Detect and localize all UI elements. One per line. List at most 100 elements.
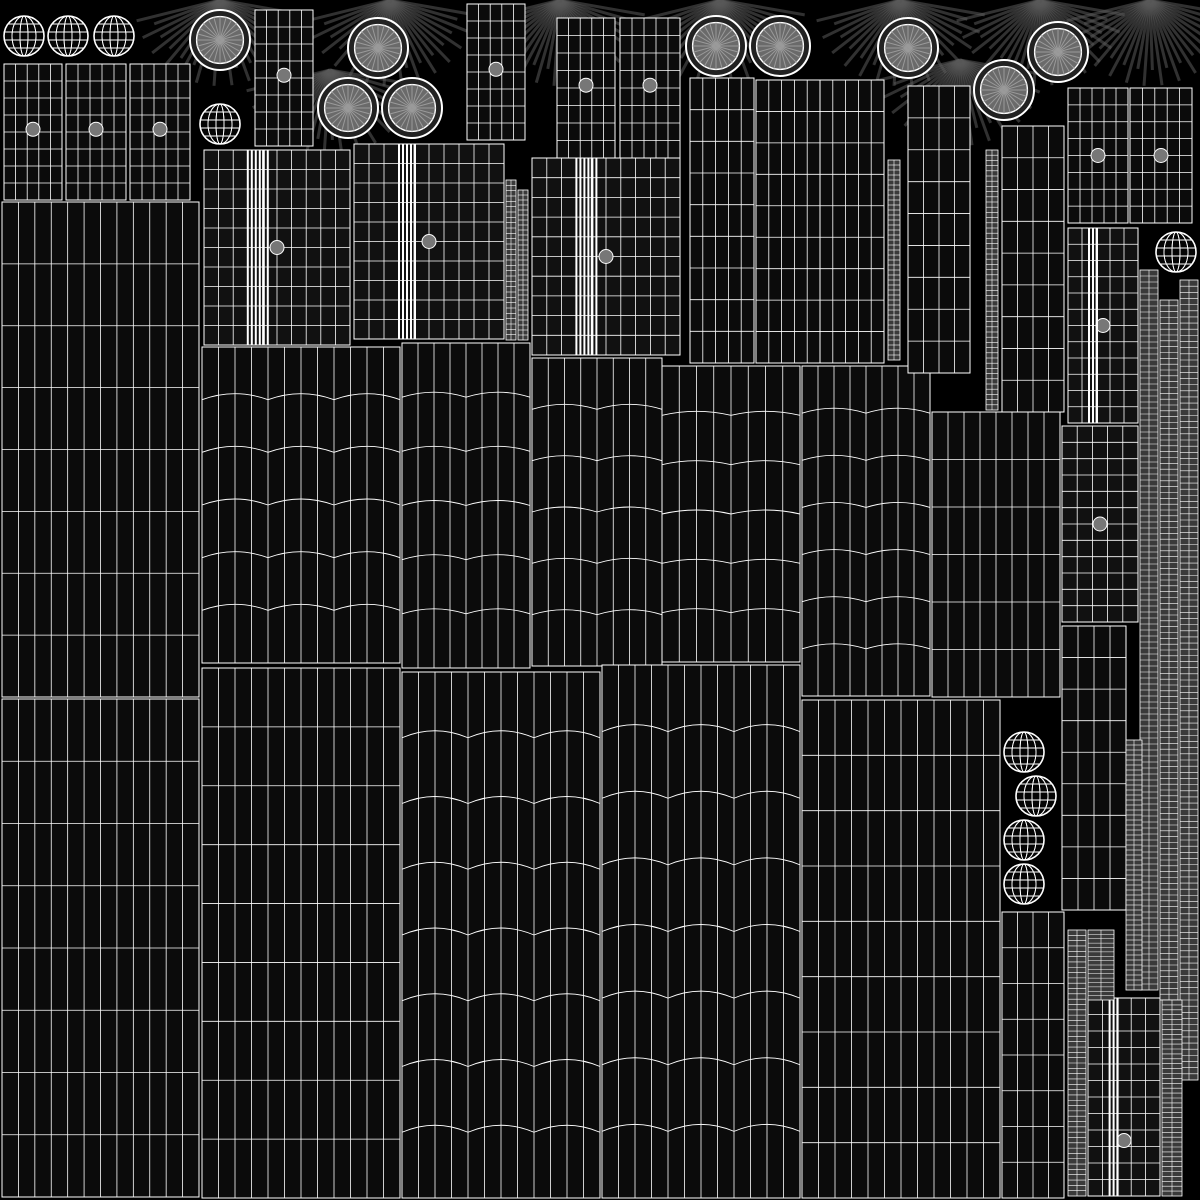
texture-streak [1149, 0, 1200, 36]
uv-disc-spoke [199, 39, 221, 53]
uv-disc-spoke [347, 107, 355, 131]
uv-edge [531, 403, 663, 410]
uv-edge [401, 730, 601, 739]
uv-disc-spoke [695, 33, 717, 47]
uv-island [353, 143, 505, 340]
uv-pivot-marker [598, 249, 614, 264]
uv-disc-spoke [213, 39, 221, 63]
uv-edge [401, 500, 531, 506]
texture-streak [899, 0, 985, 17]
uv-disc-spoke [907, 41, 931, 49]
uv-edge [401, 861, 601, 870]
uv-island [556, 17, 616, 159]
uv-disc-spoke [987, 89, 1005, 107]
uv-disc-spoke [779, 45, 797, 63]
uv-edge [601, 724, 801, 733]
uv-disc-spoke [347, 101, 371, 109]
uv-disc-island [347, 17, 409, 79]
uv-edge [601, 924, 801, 932]
texture-streak [1142, 0, 1152, 86]
uv-island [203, 149, 351, 346]
uv-strip-island [1087, 929, 1115, 1001]
uv-disc-island [189, 9, 251, 71]
uv-island [689, 77, 755, 364]
uv-island [1, 698, 200, 1198]
uv-island [1061, 425, 1139, 623]
uv-edge [601, 1124, 801, 1132]
uv-disc-spoke [907, 31, 925, 49]
uv-disc-spoke [207, 39, 221, 61]
uv-sphere-island [93, 15, 135, 57]
uv-disc-spoke [767, 25, 781, 47]
texture-streak [388, 0, 437, 74]
uv-disc-spoke [887, 47, 909, 61]
uv-disc-spoke [991, 89, 1005, 111]
uv-edge [401, 1124, 601, 1133]
uv-island-border [819, 79, 885, 364]
uv-disc-spoke [907, 47, 921, 69]
uv-disc-spoke [1003, 89, 1027, 97]
uv-disc-spoke [779, 25, 793, 47]
uv-pivot-marker [269, 240, 285, 255]
uv-disc-islands [189, 9, 1089, 139]
texture-streak [1039, 0, 1125, 17]
uv-disc-spoke [779, 45, 801, 59]
uv-pivot-marker [1092, 516, 1108, 532]
uv-island [3, 63, 63, 201]
uv-disc-spoke [983, 77, 1005, 91]
uv-pivot-marker [642, 77, 658, 93]
uv-disc-spoke [203, 23, 221, 41]
uv-strip-island [1125, 739, 1143, 991]
texture-streak [389, 0, 475, 17]
uv-edge [401, 554, 531, 561]
uv-disc-spoke [1057, 39, 1079, 53]
uv-disc-spoke [219, 33, 243, 41]
uv-disc-spoke [341, 107, 349, 131]
uv-disc-spoke [1041, 51, 1059, 69]
uv-island-border [755, 79, 821, 364]
texture-streak [1149, 0, 1200, 22]
uv-disc-island [317, 77, 379, 139]
uv-strip-island [887, 159, 901, 361]
uv-edge [401, 796, 601, 804]
uv-disc-spoke [693, 39, 717, 47]
uv-disc-spoke [1003, 67, 1011, 91]
uv-edge [661, 460, 801, 466]
uv-disc-spoke [1003, 89, 1017, 111]
uv-disc-spoke [907, 35, 929, 49]
uv-disc-spoke [219, 39, 233, 61]
uv-edge [801, 454, 931, 461]
uv-edge [401, 391, 531, 398]
uv-disc-spoke [773, 45, 781, 69]
uv-disc-spoke [377, 47, 395, 65]
uv-disc-spoke [1003, 73, 1021, 91]
uv-disc-spoke [335, 107, 349, 129]
uv-disc-spoke [389, 107, 413, 115]
uv-disc-spoke [767, 45, 781, 67]
uv-disc-spoke [907, 47, 925, 65]
uv-islands [1, 3, 1193, 1199]
uv-disc-spoke [1003, 83, 1027, 91]
uv-disc-spoke [715, 45, 737, 59]
uv-disc-spoke [715, 23, 723, 47]
uv-disc-spoke [391, 107, 413, 121]
uv-disc-spoke [1003, 89, 1021, 107]
uv-edge [601, 990, 801, 999]
uv-edge [661, 608, 801, 614]
uv-sphere-island [3, 15, 45, 57]
uv-strip-island [985, 149, 999, 411]
uv-sphere-outline [1155, 231, 1197, 273]
texture-streak [142, 0, 221, 40]
uv-disc-spoke [891, 31, 909, 49]
uv-disc-spoke [335, 87, 349, 109]
texture-streak [636, 0, 721, 23]
uv-edge [801, 407, 931, 414]
uv-disc-spoke [355, 47, 379, 55]
uv-disc-spoke [411, 87, 425, 109]
uv-disc-island [749, 15, 811, 77]
uv-disc-spoke [219, 23, 237, 41]
uv-disc-spoke [411, 107, 433, 121]
uv-island [65, 63, 127, 201]
uv-disc-spoke [219, 19, 233, 41]
uv-disc-spoke [907, 47, 915, 71]
